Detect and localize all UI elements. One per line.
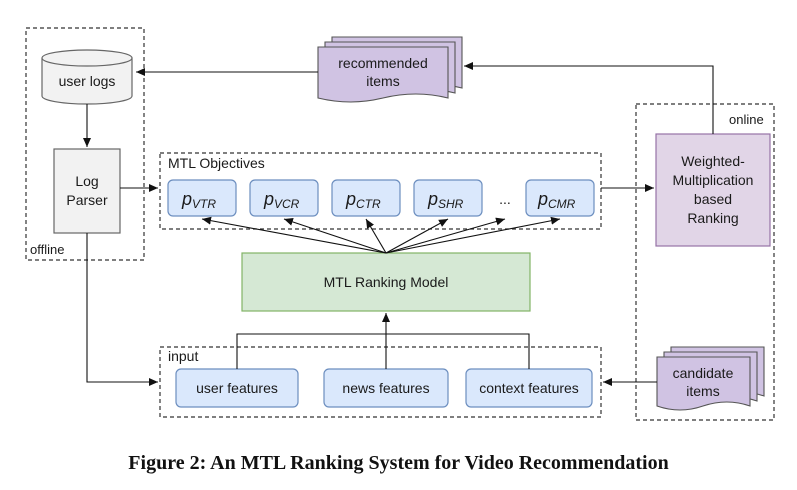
edge-model-to-vcr: [283, 218, 387, 254]
log-parser-label-1: Log: [75, 173, 98, 189]
svg-text:pCMR: pCMR: [537, 189, 576, 211]
edge-user-features-to-model: [236, 333, 386, 369]
objective-shr-p: p: [427, 189, 438, 209]
svg-text:pVTR: pVTR: [181, 189, 216, 211]
recommended-items-label-1: recommended: [338, 55, 428, 71]
objective-vtr-p: p: [181, 189, 192, 209]
objective-cmr: pCMR: [525, 179, 595, 217]
objective-vcr-sub: VCR: [274, 197, 300, 211]
objectives-title: MTL Objectives: [168, 155, 265, 171]
ranking-label-3: based: [694, 191, 732, 207]
context-features-label: context features: [479, 380, 579, 396]
objective-vcr: pVCR: [249, 179, 319, 217]
offline-label: offline: [30, 242, 64, 257]
edge-parser-to-input: [86, 233, 158, 386]
user-logs-database: user logs: [41, 49, 133, 105]
ranking-label-2: Multiplication: [673, 172, 754, 188]
edge-context-features-to-model: [386, 333, 530, 369]
objective-shr-sub: SHR: [438, 197, 464, 211]
objective-cmr-sub: CMR: [548, 197, 576, 211]
objective-vtr: pVTR: [167, 179, 237, 217]
log-parser-box: Log Parser: [53, 148, 121, 234]
objective-ctr-sub: CTR: [356, 197, 381, 211]
mtl-ranking-model: MTL Ranking Model: [241, 252, 531, 312]
offline-region: [25, 27, 145, 261]
input-region: [159, 346, 602, 418]
objective-vcr-p: p: [263, 189, 274, 209]
recommended-items-label-2: items: [366, 73, 399, 89]
ranking-label-4: Ranking: [687, 210, 738, 226]
context-features-box: context features: [465, 368, 593, 408]
online-region: [635, 103, 775, 421]
user-features-label: user features: [196, 380, 278, 396]
svg-text:pCTR: pCTR: [345, 189, 381, 211]
svg-text:pVCR: pVCR: [263, 189, 300, 211]
figure-caption: Figure 2: An MTL Ranking System for Vide…: [128, 452, 669, 474]
svg-text:pSHR: pSHR: [427, 189, 464, 211]
candidate-items-label-2: items: [686, 383, 719, 399]
edge-model-to-vtr: [201, 216, 387, 254]
news-features-box: news features: [323, 368, 449, 408]
online-label: online: [729, 112, 764, 127]
objective-ctr-p: p: [345, 189, 356, 209]
edge-model-to-cmr: [385, 216, 561, 254]
news-features-label: news features: [342, 380, 429, 396]
edge-ranking-to-recommended: [464, 62, 714, 134]
ranking-label-1: Weighted-: [681, 153, 745, 169]
user-features-box: user features: [175, 368, 299, 408]
edge-model-to-ctr: [365, 218, 387, 254]
objective-shr: pSHR: [413, 179, 483, 217]
edge-model-to-shr: [385, 218, 449, 254]
user-logs-label: user logs: [59, 73, 116, 89]
log-parser-label-2: Parser: [66, 192, 108, 208]
system-diagram: offline online MTL Objectives input user…: [25, 27, 775, 421]
objectives-region: [159, 152, 602, 230]
recommended-items-stack: recommended items: [317, 36, 463, 103]
objective-ctr: pCTR: [331, 179, 401, 217]
objective-cmr-p: p: [537, 189, 548, 209]
candidate-items-stack: candidate items: [656, 346, 765, 411]
edge-model-to-ellipsis: [385, 217, 506, 254]
input-title: input: [168, 348, 198, 364]
objective-vtr-sub: VTR: [192, 197, 216, 211]
objectives-ellipsis: ...: [499, 191, 511, 207]
ranking-box: Weighted- Multiplication based Ranking: [655, 133, 771, 247]
candidate-items-label-1: candidate: [673, 365, 734, 381]
mtl-ranking-model-label: MTL Ranking Model: [324, 274, 449, 290]
